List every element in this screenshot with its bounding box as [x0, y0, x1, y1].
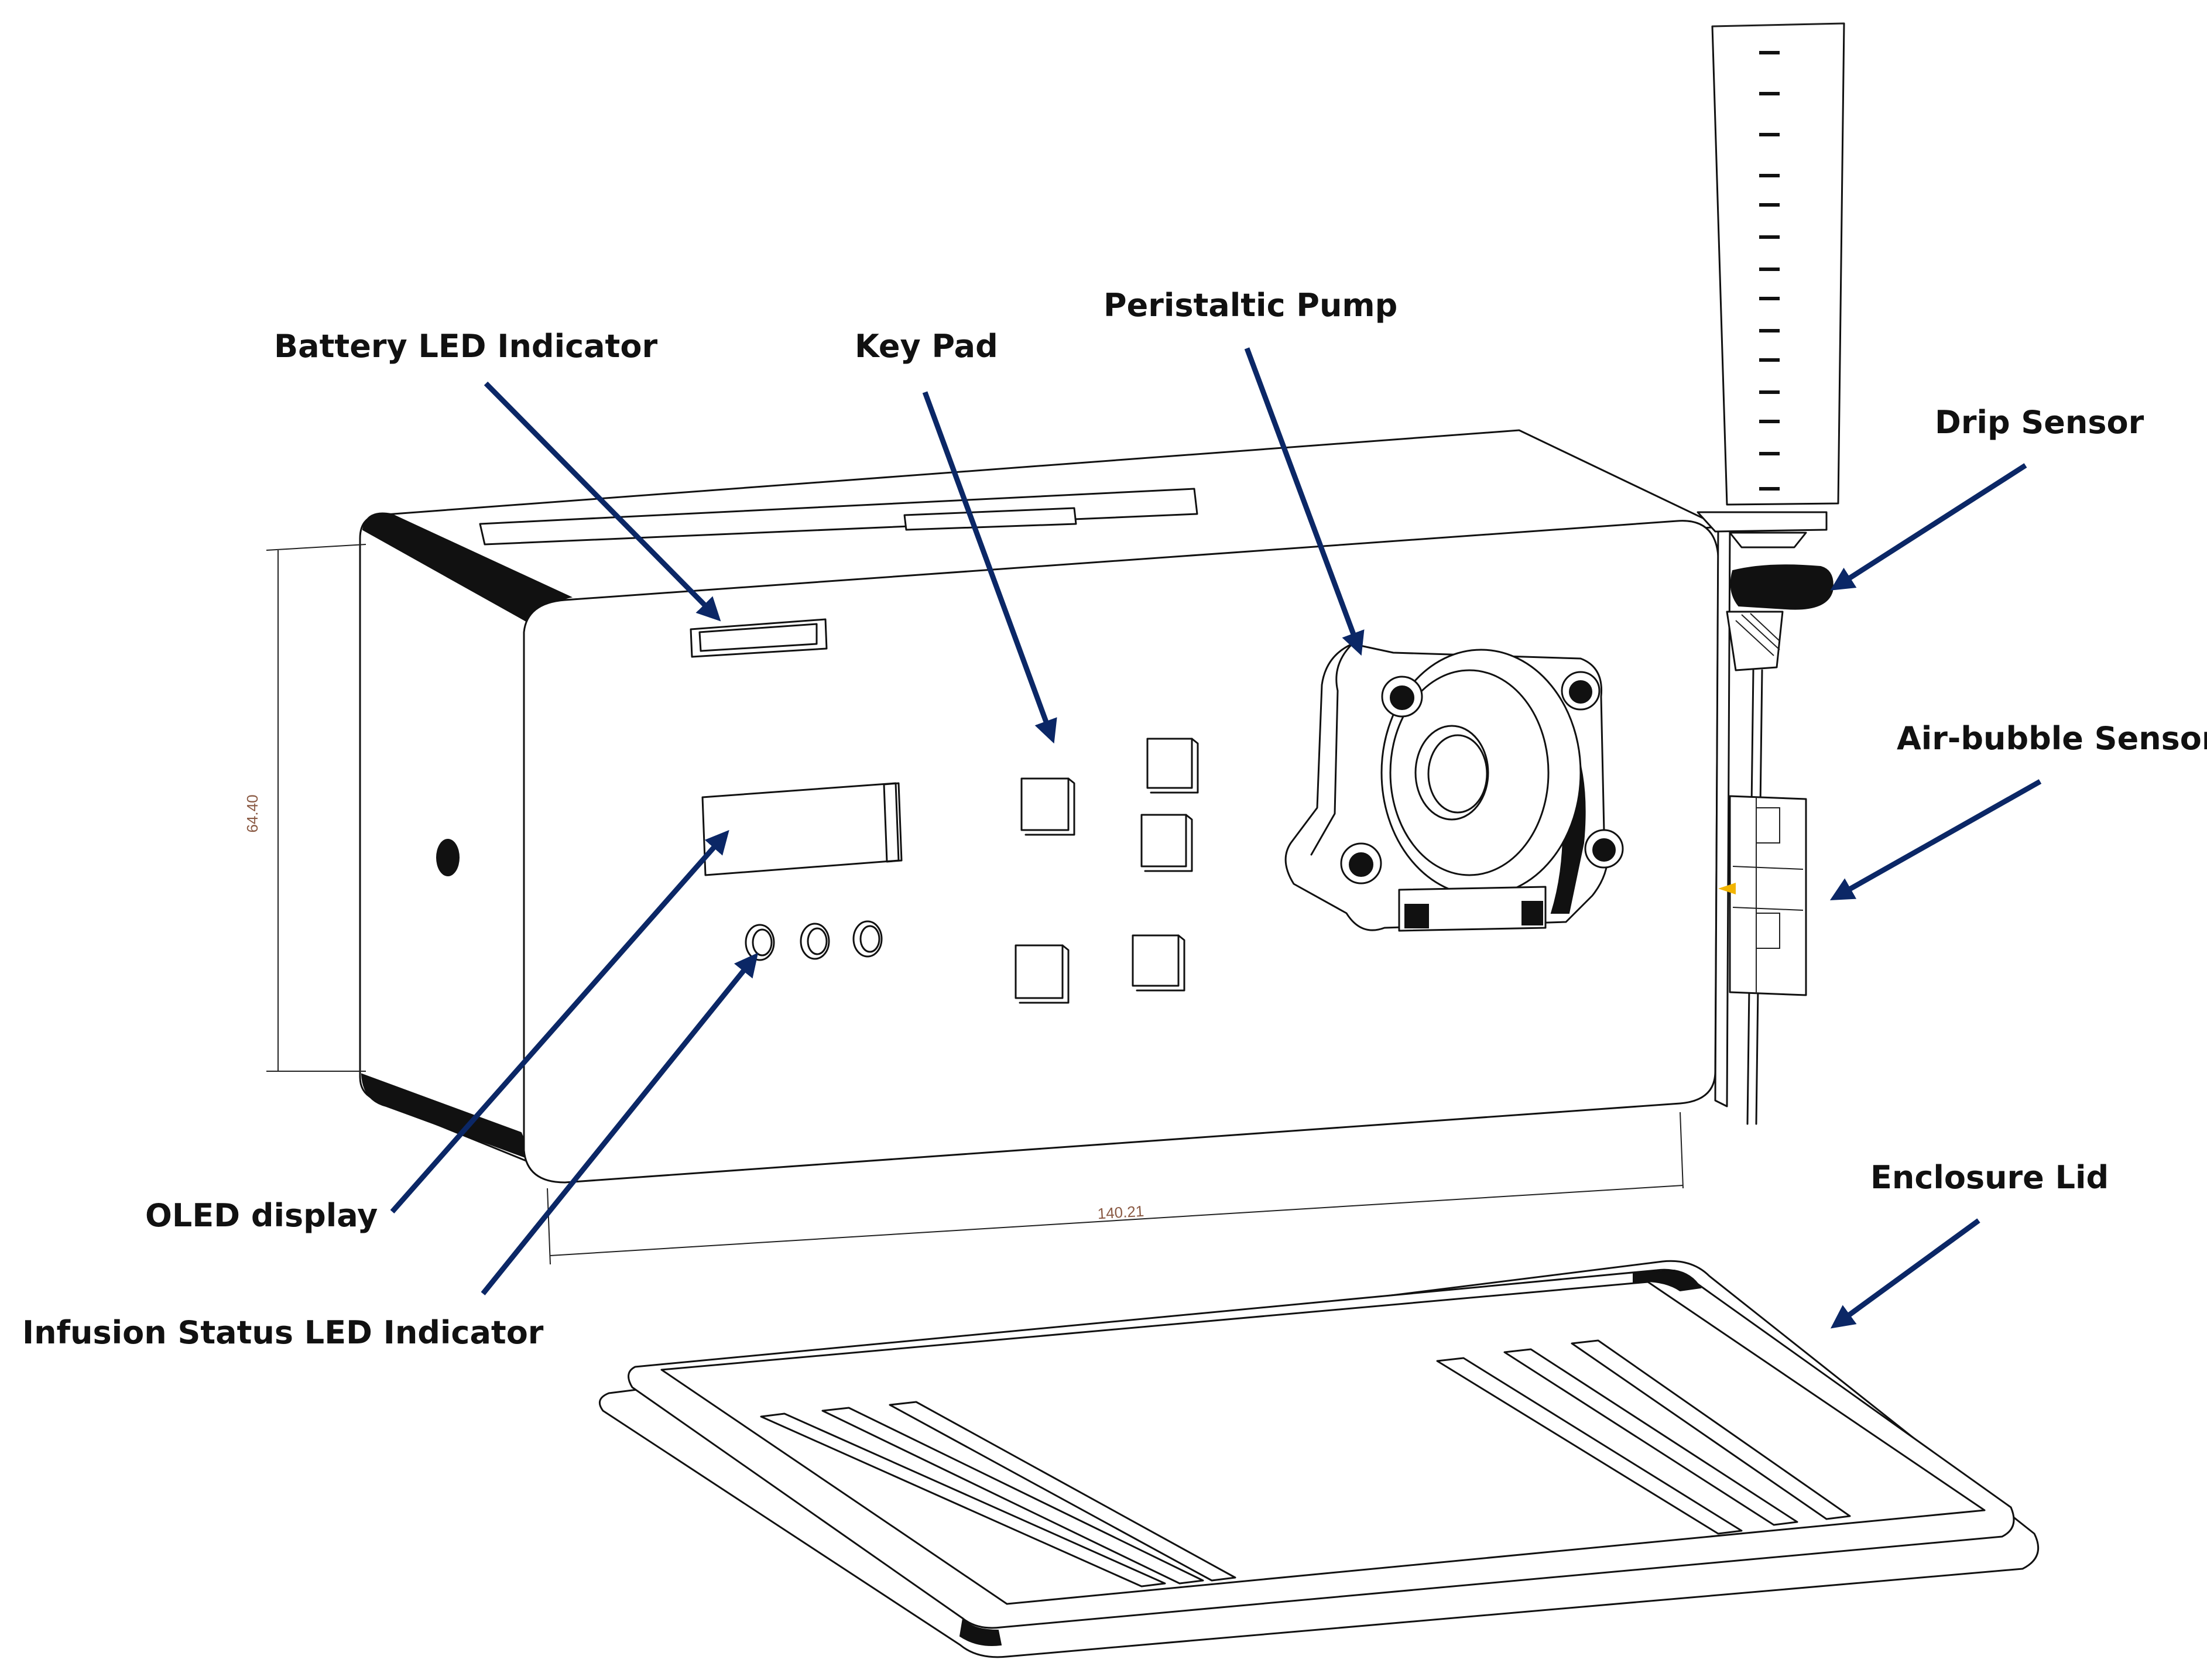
drip-chamber	[1697, 22, 1845, 548]
arrow-battery-led	[484, 381, 721, 622]
label-peristaltic-pump: Peristaltic Pump	[1104, 287, 1397, 324]
height-dimension-label: 64.40	[244, 794, 261, 832]
lid-ribs-right	[1436, 1339, 1851, 1535]
arrow-key-pad	[922, 391, 1057, 744]
callout-arrows	[390, 347, 2042, 1329]
arrow-drip-sensor	[1830, 463, 2027, 591]
key-pad	[1015, 738, 1199, 1004]
side-port	[436, 839, 460, 876]
enclosure-lid	[598, 1260, 2040, 1658]
infusion-status-leds	[745, 920, 883, 961]
peristaltic-pump	[1284, 643, 1624, 932]
label-battery-led: Battery LED Indicator	[274, 328, 657, 365]
arrow-peristaltic-pump	[1244, 347, 1365, 656]
arrow-air-bubble-sensor	[1829, 779, 2042, 900]
air-bubble-sensor	[1718, 795, 1807, 996]
label-air-bubble-sensor: Air-bubble Sensor	[1897, 720, 2207, 757]
label-key-pad: Key Pad	[855, 328, 998, 365]
label-infusion-status-led: Infusion Status LED Indicator	[22, 1314, 544, 1351]
oled-display	[701, 782, 903, 876]
lid-ribs-left	[760, 1401, 1236, 1588]
callout-labels: Battery LED Indicator Key Pad Peristalti…	[22, 287, 2207, 1351]
battery-led-slot	[690, 618, 828, 658]
top-slot	[479, 488, 1198, 546]
label-enclosure-lid: Enclosure Lid	[1870, 1159, 2109, 1196]
graduation-marks	[1759, 51, 1780, 491]
width-dimension: 140.21	[547, 1112, 1684, 1265]
height-dimension: 64.40	[244, 544, 366, 1072]
width-dimension-label: 140.21	[1097, 1202, 1144, 1223]
arrow-infusion-status-led	[481, 952, 759, 1295]
indicator-marker	[1718, 883, 1736, 894]
label-drip-sensor: Drip Sensor	[1935, 404, 2144, 441]
label-oled-display: OLED display	[145, 1197, 378, 1234]
arrow-enclosure-lid	[1830, 1218, 1980, 1329]
arrow-oled-display	[390, 829, 729, 1213]
